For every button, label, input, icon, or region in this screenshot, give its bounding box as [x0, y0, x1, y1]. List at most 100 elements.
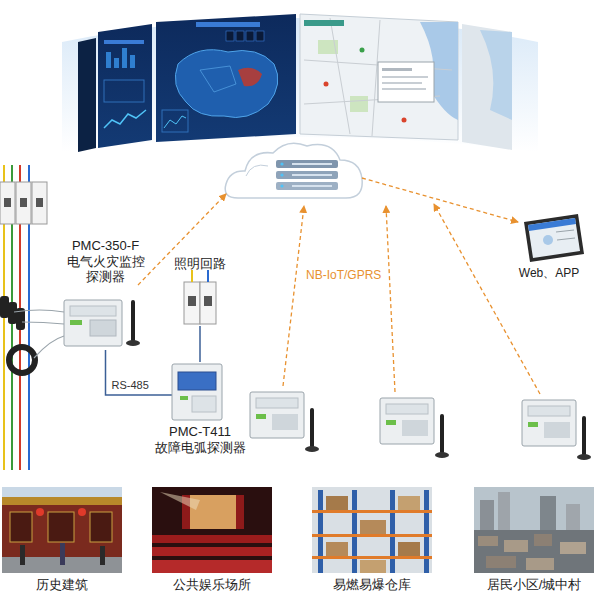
fire-monitor-node: PMC-350-F 电气火灾监控 探测器	[58, 238, 153, 350]
lighting-breaker-part	[184, 282, 200, 324]
dashboard-screens-part	[164, 116, 186, 128]
cloud-platform-part	[276, 182, 338, 190]
photo-warehouse-part	[326, 496, 348, 510]
arc-detector-device-part	[172, 364, 222, 420]
lighting-breaker	[184, 270, 216, 324]
cloud-platform-part	[280, 173, 283, 176]
cloud-platform-part	[225, 143, 362, 198]
arc-detector-device-part	[180, 396, 188, 400]
wireless-device	[522, 400, 591, 460]
dashboard-screens-part	[360, 48, 365, 53]
fire-monitor-device-part	[70, 306, 116, 316]
node-text: 历史建筑	[2, 577, 122, 593]
dashboard-screens-part	[238, 68, 262, 87]
fire-monitor-device-part	[131, 302, 135, 340]
nbiot-dashed-arrows-part	[362, 178, 518, 222]
lighting-breaker-part	[188, 296, 196, 306]
wireless-device-part	[435, 452, 449, 458]
fire-monitor-device-part	[126, 340, 140, 346]
dashboard-screens-part	[122, 48, 127, 68]
arc-detector-node: PMC-T411 故障电弧探测器	[148, 362, 252, 459]
photo-warehouse-part	[360, 520, 386, 534]
photo-warehouse	[312, 487, 432, 573]
dashboard-screens-part	[104, 110, 146, 128]
dashboard-screens-part	[200, 66, 236, 92]
node-text: PMC-T411 故障电弧探测器	[148, 424, 252, 455]
lighting-breaker-part	[204, 296, 212, 306]
wireless-device-part	[577, 454, 591, 460]
photo-residential-part	[474, 530, 594, 573]
distribution-panel-part	[36, 198, 43, 207]
wireless-device-part	[256, 414, 266, 419]
dashboard-screens-part	[304, 20, 344, 26]
distribution-panel-part	[14, 310, 64, 312]
photo-residential-part	[504, 540, 528, 552]
photo-historic-building-part	[36, 508, 44, 516]
dashboard-screens-part	[106, 52, 111, 68]
dashboard-screens-part	[104, 40, 144, 44]
dashboard-screens-part	[104, 80, 144, 102]
cloud-platform-part	[280, 184, 283, 187]
photo-historic-building-part	[60, 543, 65, 565]
dashboard-screens-part	[324, 82, 329, 87]
photo-theater-part	[152, 487, 272, 573]
wireless-device-part	[582, 418, 586, 454]
dashboard-screens-part	[462, 24, 512, 150]
distribution-panel-part	[16, 182, 31, 224]
photo-warehouse-part	[312, 556, 432, 559]
fire-monitor-device-part	[64, 300, 122, 346]
cloud-platform-part	[280, 162, 283, 165]
photo-historic-building-part	[78, 508, 86, 516]
nbiot-dashed-arrows-part	[283, 206, 304, 386]
wireless-device-part	[544, 422, 570, 438]
photo-residential-part	[474, 487, 594, 573]
dashboard-screens-part	[196, 22, 260, 27]
photo-theater-part	[236, 495, 244, 529]
node-text: 公共娱乐场所	[152, 577, 272, 593]
photo-residential	[474, 487, 594, 573]
tablet-icon	[524, 214, 584, 262]
dashboard-screens-part	[130, 55, 135, 68]
fire-monitor-device-part	[90, 320, 116, 336]
wireless-device-part	[250, 392, 304, 438]
dashboard-screens-part	[156, 14, 296, 142]
dashboard-screens	[62, 14, 538, 152]
node-text: PMC-350-F 电气火灾监控 探测器	[61, 238, 151, 285]
photo-warehouse-part	[312, 487, 432, 573]
wireless-device-part	[528, 422, 538, 427]
dashboard-screens-part	[382, 88, 426, 90]
node-text: 照明回路	[171, 256, 229, 272]
wireless-device	[380, 398, 449, 458]
cloud-platform-part	[276, 171, 338, 179]
cable-connector	[199, 326, 201, 362]
photo-residential-part	[526, 558, 554, 570]
nbiot-dashed-arrows	[138, 178, 540, 394]
cloud-platform-part	[292, 185, 332, 187]
wireless-device-part	[386, 404, 428, 414]
dashboard-screens-part	[330, 18, 350, 134]
distribution-panel	[0, 165, 64, 470]
wireless-device-part	[528, 406, 570, 416]
scene-photo: 易燃易爆仓库	[312, 487, 432, 597]
photo-historic-building-part	[10, 512, 32, 542]
photo-warehouse-part	[318, 490, 323, 573]
arc-detector-device	[148, 364, 222, 420]
network-label: NB-IoT/GPRS	[306, 268, 381, 282]
distribution-panel-part	[32, 182, 47, 224]
photo-warehouse-part	[352, 490, 357, 573]
photo-historic-building-part	[2, 487, 122, 573]
cloud-platform-part	[276, 160, 338, 168]
photo-residential-part	[486, 556, 516, 568]
dashboard-screens-part	[236, 31, 244, 41]
nbiot-dashed-arrows-part	[386, 206, 395, 392]
photo-warehouse-part	[312, 534, 432, 537]
photo-historic-building-part	[48, 512, 74, 542]
nbiot-dashed-arrows-part	[434, 204, 540, 394]
photo-theater-part	[152, 535, 272, 543]
photo-warehouse-part	[312, 510, 432, 513]
dashboard-screens-part	[378, 62, 434, 102]
dashboard-screens-part	[256, 31, 264, 41]
scene-photo: 公共娱乐场所	[152, 487, 272, 597]
fire-monitor-device-part	[70, 320, 82, 325]
cloud-platform-part	[246, 165, 268, 176]
